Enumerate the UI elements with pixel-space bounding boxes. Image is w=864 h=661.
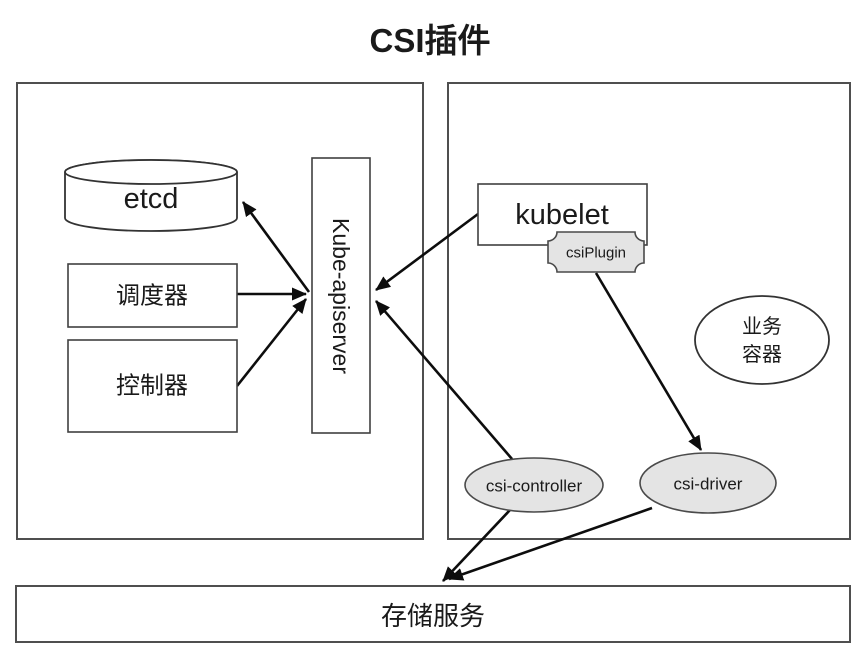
edge-arrows [235, 201, 703, 582]
diagram-title: CSI插件 [369, 22, 490, 59]
etcd-label: etcd [124, 183, 179, 215]
scheduler-box [67, 263, 238, 328]
business-container-ellipse [694, 295, 830, 385]
etcd-cylinder-top [64, 159, 238, 185]
csi-driver-ellipse [639, 452, 777, 514]
edge-apiserver-to-etcd [241, 201, 311, 293]
kube-apiserver-box [311, 157, 371, 434]
csi-driver-label: csi-driver [674, 475, 743, 494]
edge-controller-to-apiserver [235, 298, 308, 387]
csi-plugin-badge-label: csiPlugin [566, 245, 626, 262]
kubelet-label: kubelet [515, 199, 609, 231]
etcd-cylinder [64, 159, 238, 232]
kube-apiserver-label: Kube-apiserver [328, 218, 354, 374]
csi-plugin-badge [547, 231, 645, 273]
storage-service-box [15, 585, 851, 643]
edge-csiplugin-to-csi-driver [594, 272, 703, 451]
csi-controller-ellipse [464, 457, 604, 513]
storage-service-label: 存储服务 [381, 601, 485, 631]
controller-box [67, 339, 238, 433]
scheduler-label: 调度器 [116, 283, 188, 310]
edge-kubelet-to-apiserver [375, 212, 479, 292]
csi-controller-label: csi-controller [486, 477, 583, 496]
edge-csi-driver-to-storage [448, 506, 653, 581]
business-container-label-line2: 容器 [742, 343, 782, 366]
edge-csi-controller-to-apiserver [375, 300, 513, 460]
controller-label: 控制器 [116, 373, 188, 400]
business-container-label-line1: 业务 [742, 315, 782, 338]
